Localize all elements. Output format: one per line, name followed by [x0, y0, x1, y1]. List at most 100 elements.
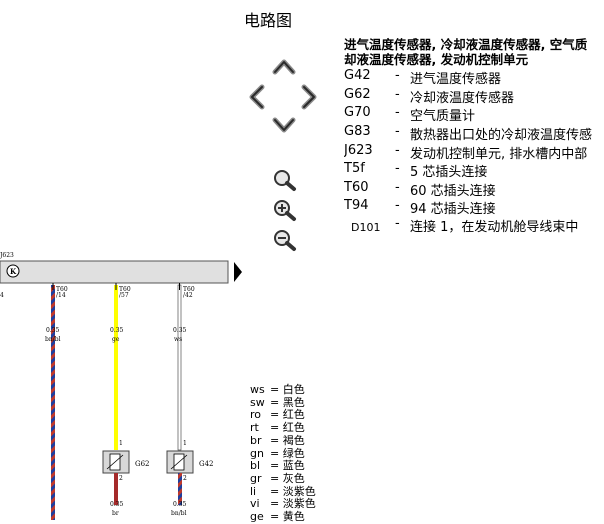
color-abbr: sw [250, 395, 265, 409]
component-code: G70 [344, 105, 371, 120]
left-pin: 4 [0, 292, 4, 299]
color-name: 蓝色 [282, 459, 305, 473]
component-code: T5f [344, 161, 365, 176]
color-row: sw = 黑色 [250, 395, 316, 410]
component-code: G62 [344, 87, 371, 102]
sensor-label-g42: G42 [199, 460, 214, 468]
color-row: rt= 红色 [250, 421, 316, 435]
color-eq: = [270, 421, 280, 435]
component-description: 空气质量计 [410, 109, 476, 123]
continue-arrow-icon[interactable] [234, 262, 242, 282]
color-row: gr= 灰色 [250, 471, 316, 486]
wire-pin: /57 [119, 292, 129, 299]
sensor-pin-top: 1 [183, 440, 187, 447]
component-description: 5 芯插头连接 [410, 165, 488, 179]
component-code: D101 [351, 221, 381, 234]
color-name: 黑色 [282, 395, 305, 409]
color-name: 淡紫色 [282, 497, 316, 511]
wire-connector: T60 [56, 286, 68, 293]
legend-row: G70 - 空气质量计 [344, 105, 604, 123]
color-abbr: bl [250, 459, 261, 473]
color-row: ge = 黄色 [250, 510, 316, 524]
zoom-fit-icon [274, 170, 296, 191]
color-eq: = [270, 497, 280, 511]
sensor-label-g62: G62 [135, 460, 150, 468]
color-eq: = [270, 383, 280, 396]
component-description: 60 芯插头连接 [410, 184, 496, 198]
thermistor-slash [106, 454, 124, 470]
color-name: 灰色 [282, 471, 305, 485]
legend-row: J623 - 发动机控制单元, 排水槽内中部 [344, 143, 604, 161]
color-row: ro= 红色 [250, 409, 316, 422]
color-eq: = [270, 510, 280, 524]
wire-gauge: 0.35 [110, 327, 124, 334]
control-unit-bar [0, 260, 229, 284]
wire-ws [177, 284, 182, 451]
legend-row: G62 - 冷却液温度传感器 [344, 87, 604, 105]
separator: - [395, 180, 400, 195]
component-description: 冷却液温度传感器 [410, 91, 515, 105]
wire-color-code: bn/bl [45, 336, 61, 343]
separator: - [395, 216, 400, 231]
pan-up-button[interactable] [272, 56, 296, 76]
color-row: br = 褐色 [250, 433, 316, 448]
legend-heading-line1: 进气温度传感器, 冷却液温度传感器, 空气质 [344, 37, 588, 52]
color-abbr: li [250, 484, 257, 498]
wire-bn-bl-2 [178, 473, 182, 505]
component-code: J623 [344, 143, 373, 158]
chevron-up-icon [272, 59, 296, 75]
chevron-left-icon [249, 84, 265, 110]
component-description: 94 芯插头连接 [410, 202, 496, 216]
color-abbr: gn [250, 446, 264, 460]
wire-gauge: 0.35 [173, 327, 187, 334]
pan-down-button[interactable] [272, 116, 296, 136]
circuit-diagram[interactable] [0, 250, 245, 520]
color-row: li= 淡紫色 [250, 484, 316, 499]
pan-right-button[interactable] [298, 84, 320, 110]
color-name: 白色 [282, 383, 305, 396]
zoom-fit-button[interactable] [272, 168, 298, 192]
chevron-down-icon [272, 117, 296, 133]
wire-color-code: br [112, 510, 119, 517]
wire-bn-bl [51, 285, 55, 520]
zoom-out-button[interactable] [272, 228, 298, 252]
color-row: ws= 白色 [250, 383, 316, 397]
component-code: G42 [344, 68, 371, 83]
color-abbr: br [250, 433, 262, 447]
legend-row: G42 - 进气温度传感器 [344, 68, 604, 86]
pan-left-button[interactable] [246, 84, 268, 110]
unit-badge: K [10, 267, 17, 276]
color-eq: = [270, 446, 280, 460]
wire-color-code: bn/bl [171, 510, 187, 517]
legend-heading: 进气温度传感器, 冷却液温度传感器, 空气质 却液温度传感器, 发动机控制单元 [344, 37, 602, 67]
component-code: G83 [344, 124, 371, 139]
component-description: 发动机控制单元, 排水槽内中部 [410, 147, 588, 161]
page-title: 电路图 [244, 11, 293, 30]
wire-pin: /42 [183, 292, 193, 299]
color-name: 绿色 [282, 446, 305, 460]
color-eq: = [270, 433, 280, 447]
color-abbr: vi [250, 497, 260, 511]
color-eq: = [270, 459, 280, 473]
color-row: gn = 绿色 [250, 446, 316, 461]
wire-pin: /14 [56, 292, 66, 299]
color-name: 黄色 [282, 510, 305, 524]
legend-row: G83 - 散热器出口处的冷却液温度传感 [344, 124, 604, 142]
color-name: 褐色 [282, 433, 305, 447]
separator: - [395, 161, 400, 176]
color-abbr: ro [250, 408, 262, 422]
component-description: 散热器出口处的冷却液温度传感 [410, 128, 593, 142]
color-eq: = [270, 395, 280, 409]
sensor-pin-top: 1 [119, 440, 123, 447]
sensor-pin-bottom: 2 [183, 475, 187, 482]
wire-color-legend: ws= 白色 sw= 黑色 ro= 红色 rt= 红色 br= 褐色 gn= 绿… [250, 383, 316, 524]
separator: - [395, 105, 400, 120]
color-abbr: gr [250, 471, 262, 485]
color-abbr: ge [250, 510, 264, 524]
color-eq: = [270, 408, 280, 422]
zoom-in-button[interactable] [272, 198, 298, 222]
wire-gauge: 0.35 [110, 501, 124, 508]
wire-br [114, 473, 118, 505]
color-abbr: rt [250, 421, 259, 435]
wire-ge [114, 285, 118, 450]
